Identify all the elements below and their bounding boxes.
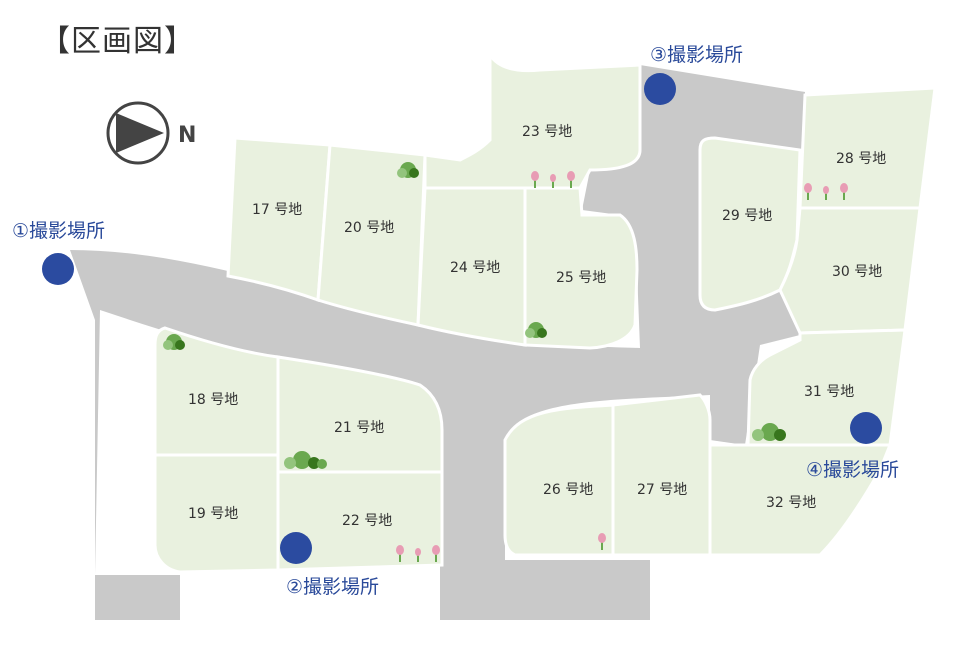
main-road [70,80,805,620]
tulip-icon [804,183,848,200]
page-title: 【区画図】 [40,24,195,59]
lot-label: 20 号地 [344,220,394,236]
lots [153,50,937,574]
lot-label: 23 号地 [522,124,572,140]
photo-spot-1-marker[interactable] [42,253,74,285]
photo-spot-3-label: ③撮影場所 [650,44,744,66]
shrub-icon [752,423,786,441]
photo-spot-2-marker[interactable] [280,532,312,564]
lot-label: 26 号地 [543,482,593,498]
lot-label: 24 号地 [450,260,500,276]
lot-labels: 17 号地 18 号地 19 号地 20 号地 21 号地 22 号地 23 号… [188,124,886,529]
photo-spot-4-label: ④撮影場所 [806,459,900,481]
shrub-icon [163,334,185,350]
lot-label: 31 号地 [804,384,854,400]
lot-label: 32 号地 [766,495,816,511]
lot-21[interactable] [276,355,444,474]
photo-spot-4-marker[interactable] [850,412,882,444]
lot-label: 28 号地 [836,151,886,167]
tulip-icon [396,545,440,562]
lot-28[interactable] [798,86,937,210]
photo-spot-1-label: ①撮影場所 [12,220,106,242]
lot-label: 29 号地 [722,208,772,224]
lot-label: 27 号地 [637,482,687,498]
photo-spot-2-label: ②撮影場所 [286,576,380,598]
lot-label: 22 号地 [342,513,392,529]
lot-label: 17 号地 [252,202,302,218]
lot-label: 25 号地 [556,270,606,286]
north-arrow-icon: N [106,101,196,165]
shrub-icon [397,162,419,178]
lot-label: 21 号地 [334,420,384,436]
lot-25[interactable] [523,186,639,350]
tulip-icon [598,533,606,550]
photo-spot-3-marker[interactable] [644,73,676,105]
lot-label: 19 号地 [188,506,238,522]
lot-label: 30 号地 [832,264,882,280]
lot-27[interactable] [611,393,712,557]
lot-26[interactable] [503,403,615,557]
compass-label: N [178,123,196,148]
lot-label: 18 号地 [188,392,238,408]
photo-spot-markers [42,73,882,564]
shrub-icon [525,322,547,338]
lot-32[interactable] [708,443,893,557]
plant-decorations [163,162,848,562]
lot-19[interactable] [153,453,280,574]
shrub-icon [284,451,327,469]
lot-23[interactable] [423,50,642,190]
lot-17[interactable] [226,136,332,303]
tulip-icon [531,171,575,188]
